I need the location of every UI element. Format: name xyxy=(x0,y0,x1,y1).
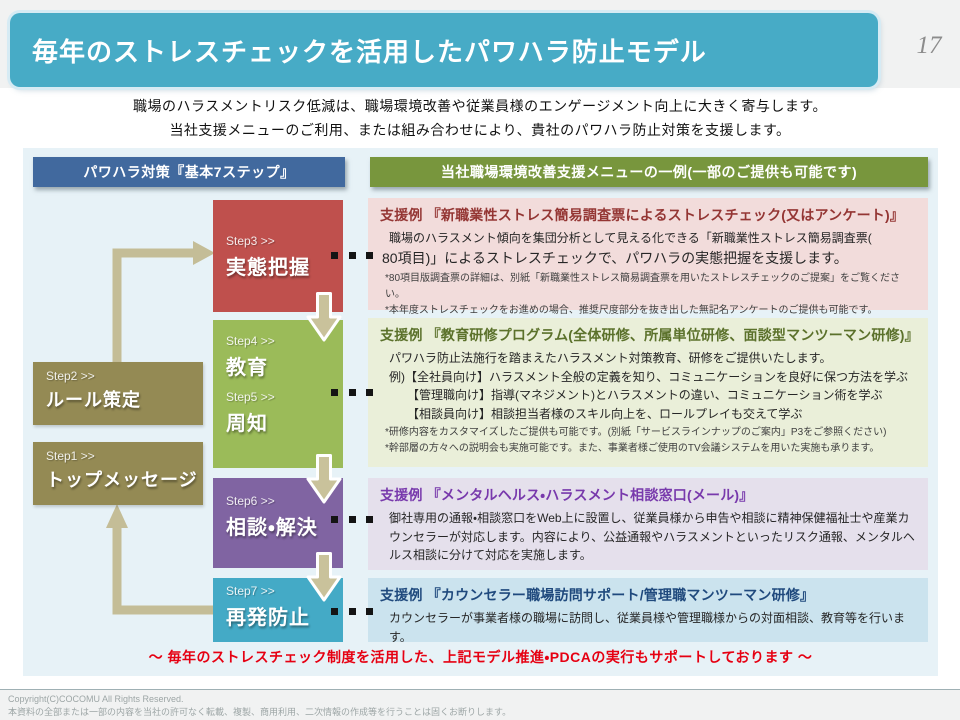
support-box-body: 【管理職向け】指導(マネジメント)とハラスメントの違い、コミュニケーション術を学… xyxy=(389,388,883,403)
support-box-note: *80項目版調査票の詳細は、別紙「新職業性ストレス簡易調査票を用いたストレスチェ… xyxy=(385,273,901,301)
arrowhead-into-step3 xyxy=(193,241,215,265)
support-box-body: 80項目)」によるストレスチェックで、パワハラの実態把握を支援します。 xyxy=(382,249,848,266)
support-box-title: 支援例 『教育研修プログラム(全体研修、所属単位研修、面談型マンツーマン研修)』 xyxy=(380,327,919,343)
step6-label: Step6 >> xyxy=(226,494,275,508)
support-box-consultation-desk: 支援例 『メンタルヘルス・ハラスメント相談窓口(メール)』 御社専用の通報・相談… xyxy=(368,478,928,570)
support-box-counselor-visit: 支援例 『カウンセラー職場訪問サポート/管理職マンツーマン研修』 カウンセラーが… xyxy=(368,578,928,644)
legal-notice-text: 本資料の全部または一部の内容を当社の許可なく転載、複製、商用利用、二次情報の作成… xyxy=(8,707,512,718)
down-arrow-icon xyxy=(306,292,342,342)
main-panel: パワハラ対策『基本7ステップ』 当社職場環境改善支援メニューの一例(一部のご提供… xyxy=(23,148,938,676)
support-box-note: *本年度ストレスチェックをお進めの場合、推奨尺度部分を抜き出した無記名アンケート… xyxy=(385,305,878,317)
intro-line-1: 職場のハラスメントリスク低減は、職場環境改善や従業員様のエンゲージメント向上に大… xyxy=(132,98,828,114)
dots-connector xyxy=(331,516,373,523)
footer: Copyright(C)COCOMU All Rights Reserved. … xyxy=(0,689,960,720)
step3-label: Step3 >> xyxy=(226,234,275,248)
right-column-header: 当社職場環境改善支援メニューの一例(一部のご提供も可能です) xyxy=(370,157,928,187)
step5-name: 周知 xyxy=(226,413,268,435)
step1-name: トップメッセージ xyxy=(46,470,198,490)
step1-label: Step1 >> xyxy=(46,449,95,463)
step2-name: ルール策定 xyxy=(46,390,141,410)
step3-name: 実態把握 xyxy=(226,257,310,279)
down-arrow-icon xyxy=(306,552,342,602)
step4-name: 教育 xyxy=(226,357,268,379)
step1-box: Step1 >> トップメッセージ xyxy=(33,442,203,505)
step4-label: Step4 >> xyxy=(226,334,275,348)
title-bar: 毎年のストレスチェックを活用したパワハラ防止モデル xyxy=(10,13,878,87)
support-box-body: 【相談員向け】相談担当者様のスキル向上を、ロールプレイも交えて学ぶ xyxy=(389,406,803,421)
left-column-header: パワハラ対策『基本7ステップ』 xyxy=(33,157,345,187)
support-box-body: パワハラ防止法施行を踏まえたハラスメント対策教育、研修をご提供いたします。 xyxy=(389,351,832,365)
step2-label: Step2 >> xyxy=(46,369,95,383)
copyright-text: Copyright(C)COCOMU All Rights Reserved. xyxy=(8,694,184,704)
step7-label: Step7 >> xyxy=(226,584,275,598)
support-box-note: *幹部層の方々への説明会も実施可能です。また、事業者様ご使用のTV会議システムを… xyxy=(385,443,880,455)
page-title: 毎年のストレスチェックを活用したパワハラ防止モデル xyxy=(32,36,707,67)
step6-name: 相談・解決 xyxy=(226,517,318,539)
page-number: 17 xyxy=(916,32,942,59)
line-step2-to-step3 xyxy=(112,248,193,364)
support-box-body: 御社専用の通報・相談窓口をWeb上に設置し、従業員様から申告や相談に精神保健福祉… xyxy=(389,511,915,563)
support-box-title: 支援例 『カウンセラー職場訪問サポート/管理職マンツーマン研修』 xyxy=(380,587,815,603)
support-box-title: 支援例 『新職業性ストレス簡易調査票によるストレスチェック(又はアンケート)』 xyxy=(380,207,905,223)
down-arrow-icon xyxy=(306,454,342,504)
dots-connector xyxy=(331,389,373,396)
step5-label: Step5 >> xyxy=(226,390,275,404)
step2-box: Step2 >> ルール策定 xyxy=(33,362,203,425)
support-box-note: *研修内容をカスタマイズしたご提供も可能です。(別紙「サービスラインナップのご案… xyxy=(385,427,887,439)
support-box-title: 支援例 『メンタルヘルス・ハラスメント相談窓口(メール)』 xyxy=(380,487,754,503)
step7-name: 再発防止 xyxy=(226,607,310,629)
line-step7-to-step1 xyxy=(112,526,215,615)
support-box-body: 例)【全社員向け】ハラスメント全般の定義を知り、コミュニケーションを良好に保つ方… xyxy=(389,369,909,384)
support-box-body: 職場のハラスメント傾向を集団分析として見える化できる「新職業性ストレス簡易調査票… xyxy=(389,231,872,245)
intro-line-2: 当社支援メニューのご利用、または組み合わせにより、貴社のパワハラ防止対策を支援し… xyxy=(169,122,791,138)
pdca-support-note: ～ 毎年のストレスチェック制度を活用した、上記モデル推進・PDCAの実行もサポー… xyxy=(148,649,813,665)
intro-text: 職場のハラスメントリスク低減は、職場環境改善や従業員様のエンゲージメント向上に大… xyxy=(0,94,960,142)
support-box-body: カウンセラーが事業者様の職場に訪問し、従業員様や管理職様からの対面相談、教育等を… xyxy=(389,611,906,644)
step4-step5-box: Step4 >> 教育 Step5 >> 周知 xyxy=(213,320,343,468)
dots-connector xyxy=(331,608,373,615)
support-box-stress-check: 支援例 『新職業性ストレス簡易調査票によるストレスチェック(又はアンケート)』 … xyxy=(368,198,928,316)
arrowhead-into-step1 xyxy=(106,504,128,528)
support-box-training-program: 支援例 『教育研修プログラム(全体研修、所属単位研修、面談型マンツーマン研修)』… xyxy=(368,318,928,467)
dots-connector xyxy=(331,252,373,259)
